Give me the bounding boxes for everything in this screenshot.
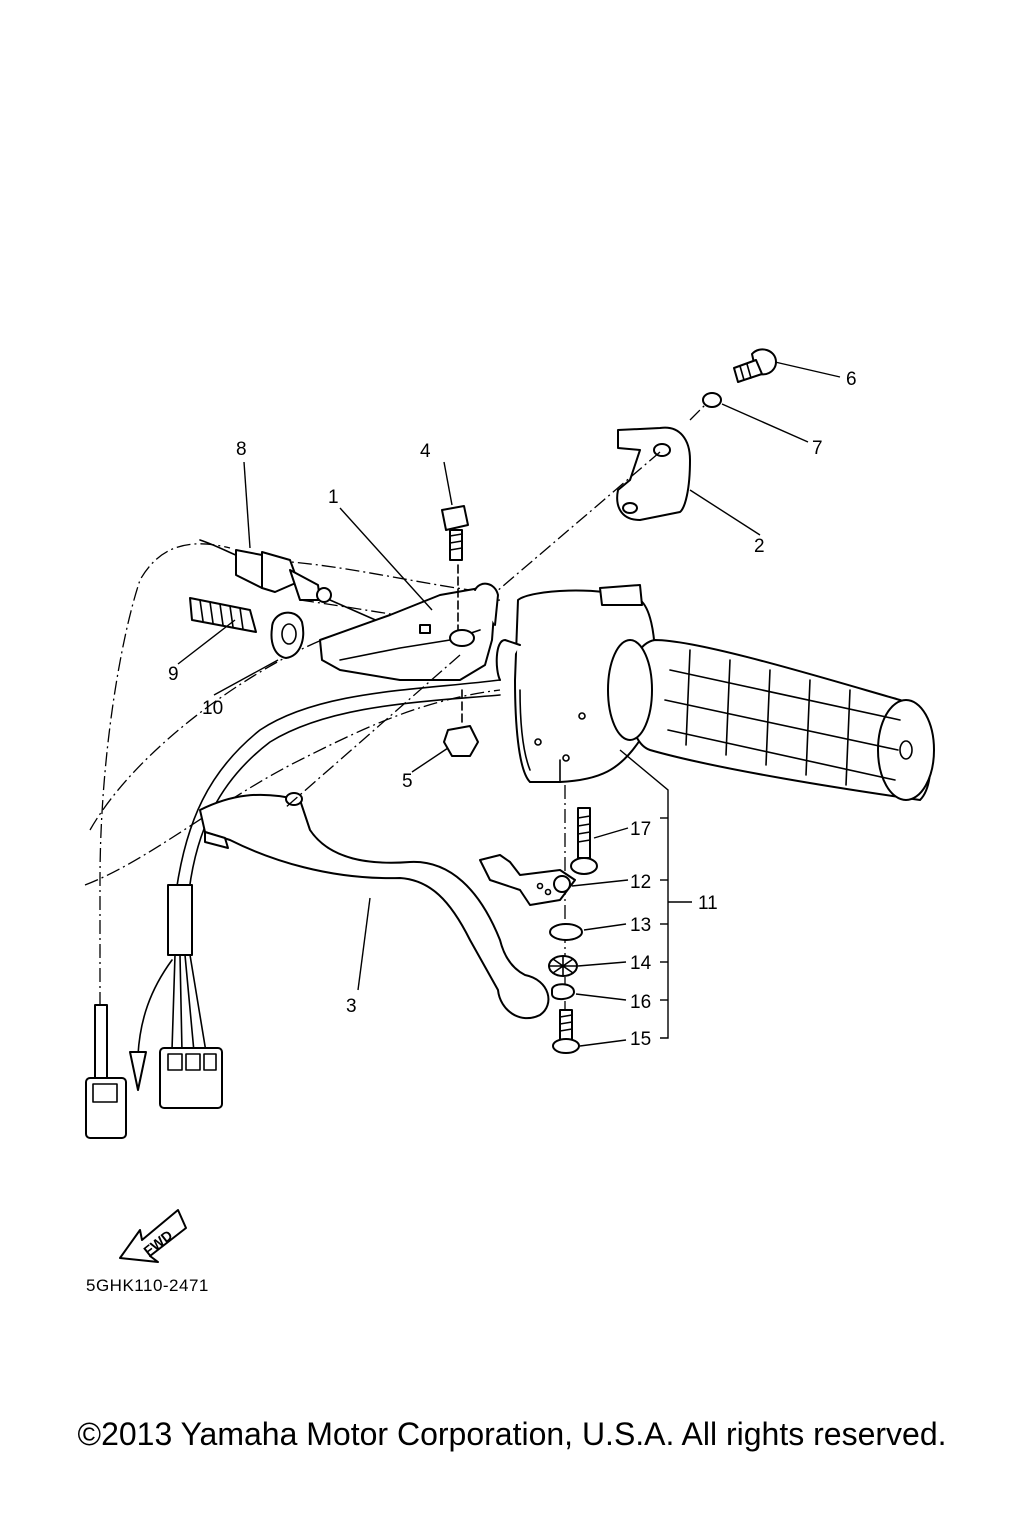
callout-10: 10 (202, 698, 223, 719)
callout-9: 9 (168, 664, 179, 685)
callout-labels: 1 2 3 4 5 6 7 8 9 10 11 12 13 14 16 15 1… (168, 369, 857, 1050)
fwd-arrow-icon: FWD (119, 1209, 187, 1263)
wire-harness (85, 543, 501, 1139)
part-1-lever-holder (319, 582, 499, 681)
callout-12: 12 (630, 872, 651, 893)
callout-13: 13 (630, 915, 651, 936)
part-8-clutch-switch (199, 539, 381, 623)
callout-16: 16 (630, 992, 651, 1013)
leader-lines (177, 361, 841, 1047)
callout-6: 6 (846, 369, 857, 390)
part-17-screw (570, 807, 598, 875)
part-13-washer (549, 923, 583, 941)
part-5-nut (443, 689, 479, 757)
callout-4: 4 (420, 441, 431, 462)
part-6-screw (733, 348, 777, 383)
part-3-clutch-lever (199, 792, 550, 1020)
part-7-washer (702, 392, 722, 408)
handlebar-grip (607, 639, 935, 801)
part-12-plate (479, 854, 576, 906)
part-16-spring-washer (551, 983, 575, 1000)
diagram-code: 5GHK110-2471 (86, 1276, 209, 1295)
alignment-lines (284, 404, 706, 1050)
part-10-locknut (270, 611, 305, 659)
part-2-clamp (616, 426, 691, 521)
callout-7: 7 (812, 438, 823, 459)
callout-5: 5 (402, 771, 413, 792)
callout-8: 8 (236, 439, 247, 460)
part-4-pivot-bolt (441, 505, 469, 631)
callout-1: 1 (328, 487, 339, 508)
part-14-star-washer (548, 955, 578, 977)
part-15-screw (552, 1009, 580, 1054)
callout-3: 3 (346, 996, 357, 1017)
callout-15: 15 (630, 1029, 651, 1050)
part-9-adjuster (189, 597, 257, 633)
copyright-notice: ©2013 Yamaha Motor Corporation, U.S.A. A… (77, 1416, 947, 1452)
callout-11: 11 (698, 893, 718, 914)
callout-17: 17 (630, 819, 651, 840)
callout-14: 14 (630, 953, 652, 974)
callout-2: 2 (754, 536, 765, 557)
